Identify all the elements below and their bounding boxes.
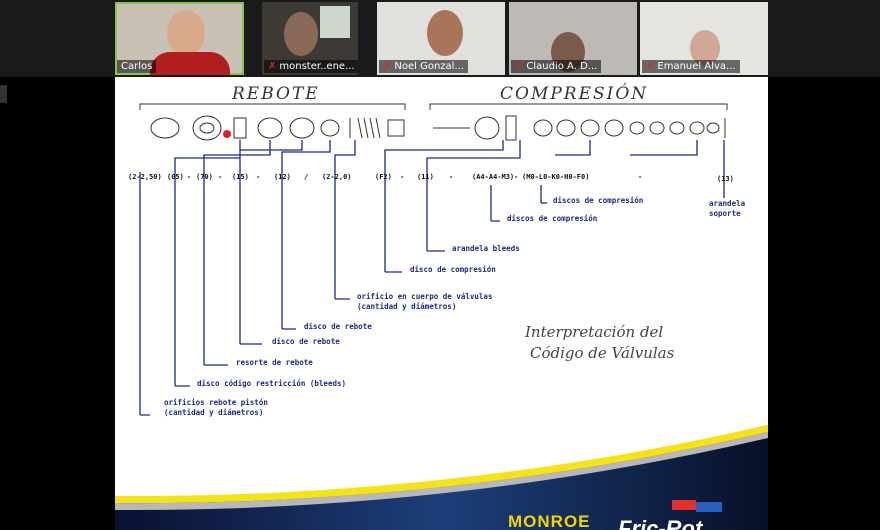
fricrot-flag-red (672, 500, 696, 510)
participant-video (427, 10, 463, 56)
mic-muted-icon: ✗ (515, 61, 524, 72)
code-segment: (2-2,50) (128, 173, 162, 181)
code-separator: - (218, 173, 222, 181)
video-tile-carlos[interactable]: Carlos (115, 2, 244, 75)
fricrot-logo: Fric-Rot (618, 516, 704, 530)
label-discos-compresion: discos de compresión (553, 196, 643, 205)
valve-code-diagram: REBOTE COMPRESIÓN (2-2,50) (05) - (70) -… (115, 83, 768, 530)
code-segment: (70) (196, 173, 213, 181)
label-disco-codigo: disco código restricción (bleeds) (197, 379, 346, 388)
label-arandela-soporte-detail: soporte (709, 209, 741, 218)
side-panel-handle[interactable] (0, 85, 7, 103)
label-orificios-rebote: orificios rebote pistón (164, 398, 268, 407)
code-segment: (05) (167, 173, 184, 181)
code-separator: - (449, 173, 453, 181)
name-label: monster..ene... (279, 61, 355, 72)
code-separator: / (304, 173, 308, 181)
label-orificios-rebote-detail: (cantidad y diámetros) (164, 408, 263, 417)
code-separator: - (256, 173, 260, 181)
label-arandela-bleeds: arandela bleeds (452, 244, 520, 253)
video-tile-noel[interactable]: ✗Noel Gonzal... (377, 2, 505, 75)
participant-name: ✗Emanuel Alva... (642, 60, 740, 73)
label-orificio-cuerpo-detail: (cantidad y diámetros) (357, 302, 456, 311)
code-segment: (F2) (375, 173, 392, 181)
participant-strip: Carlos ✗monster..ene... ✗Noel Gonzal... … (0, 0, 880, 77)
label-disco-rebote: disco de rebote (272, 337, 340, 346)
slide-title-line1: Interpretación del (524, 323, 663, 341)
participant-name: ✗Noel Gonzal... (379, 60, 468, 73)
valve-code-row: (2-2,50) (05) - (70) - (15) - (12) / (2-… (128, 173, 734, 183)
video-tile-monster[interactable]: ✗monster..ene... (262, 2, 358, 75)
code-segment: (12) (274, 173, 291, 181)
shared-screen-slide: REBOTE COMPRESIÓN (2-2,50) (05) - (70) -… (115, 77, 768, 530)
mic-muted-icon: ✗ (383, 61, 392, 72)
code-segment: (15) (232, 173, 249, 181)
monroe-logo: MONROE (508, 512, 591, 530)
mic-muted-icon: ✗ (646, 61, 655, 72)
name-label: Carlos (121, 61, 153, 72)
label-orificio-cuerpo: orificio en cuerpo de válvulas (357, 292, 492, 301)
label-disco-compresion: disco de compresión (410, 265, 496, 274)
participant-name: ✗Claudio A. D... (511, 60, 602, 73)
section-compresion-title: COMPRESIÓN (500, 83, 648, 104)
mic-muted-icon: ✗ (268, 61, 277, 72)
video-tile-claudio[interactable]: ✗Claudio A. D... (509, 2, 637, 75)
label-disco-rebote: disco de rebote (304, 322, 372, 331)
code-separator: - (638, 173, 642, 181)
footer-banner: MONROE Fric-Rot (115, 425, 768, 530)
participant-video (167, 10, 205, 56)
code-separator: - (400, 173, 404, 181)
slide-title-line2: Código de Válvulas (530, 344, 675, 362)
name-label: Noel Gonzal... (394, 61, 464, 72)
code-separator: - (514, 173, 518, 181)
fricrot-flag-blue (696, 502, 722, 512)
valve-parts-illustration (150, 115, 726, 141)
label-arandela-soporte: arandela (709, 199, 746, 208)
participant-name: ✗monster..ene... (264, 60, 358, 73)
code-segment: (2-2,0) (322, 173, 352, 181)
label-discos-compresion: discos de compresión (507, 214, 597, 223)
video-tile-emanuel[interactable]: ✗Emanuel Alva... (640, 2, 768, 75)
name-label: Claudio A. D... (526, 61, 598, 72)
code-segment: (M0-L0-K0-H0-F0) (522, 173, 589, 181)
code-segment: (A4-A4-M3) (472, 173, 514, 181)
code-separator: - (187, 173, 191, 181)
participant-name: Carlos (117, 60, 157, 73)
label-resorte: resorte de rebote (236, 358, 313, 367)
code-segment: (11) (417, 173, 434, 181)
participant-video (284, 12, 318, 56)
name-label: Emanuel Alva... (657, 61, 736, 72)
section-brackets (139, 103, 728, 110)
connector-lines (139, 140, 725, 416)
code-segment: (13) (717, 175, 734, 183)
section-rebote-title: REBOTE (231, 84, 320, 104)
